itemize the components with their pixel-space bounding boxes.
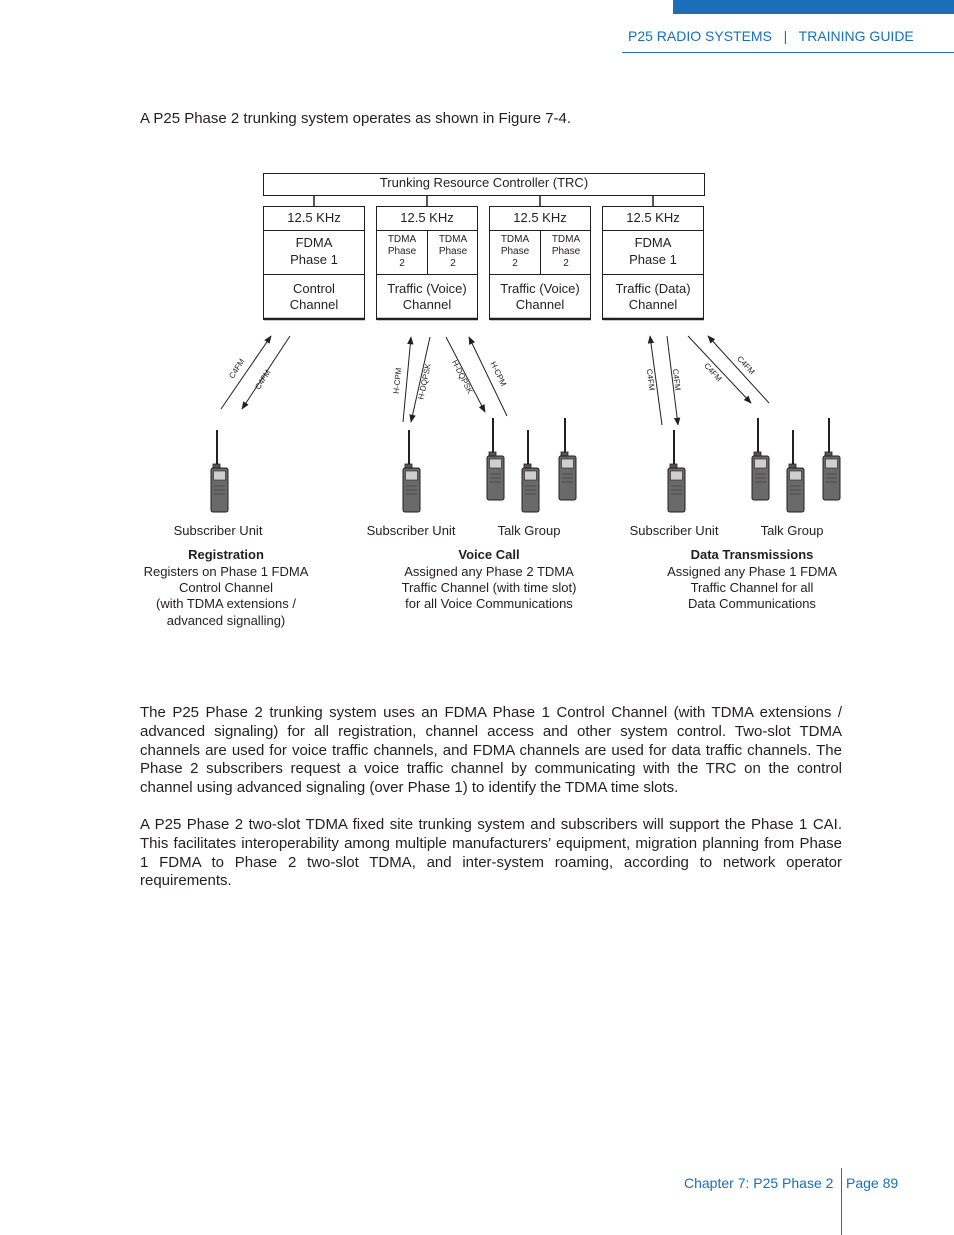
arrow-data-su-down [666,335,681,426]
modulation-label: C4FM [702,361,724,383]
caption-line: Traffic Channel for all [691,580,814,595]
channel-freq: 12.5 KHz [400,210,453,225]
channel-data: 12.5 KHz FDMA Phase 1 Traffic (Data) Cha… [602,206,704,321]
radio-icon [402,429,421,513]
radio-icon [521,429,540,513]
page-number: Page 89 [846,1175,899,1191]
channel-type: Traffic (Voice) [387,281,466,296]
device-label: Subscriber Unit [367,523,456,538]
radio-icon [786,429,805,513]
caption-title: Data Transmissions [691,547,814,562]
header-title: P25 RADIO SYSTEMS | TRAINING GUIDE [628,28,914,44]
channel-type: Traffic (Data) [615,281,690,296]
slot-label: TDMA [552,234,581,245]
radio-icon [751,417,770,501]
slot-label: Phase [501,246,530,257]
radio-icon [667,429,686,513]
caption-line: Control Channel [179,580,273,595]
channel-voice-1: 12.5 KHz TDMA Phase 2 TDMA Phase 2 Traff… [376,206,478,321]
arrow-data-su-up [647,335,663,426]
arrow-reg-up [220,335,272,410]
caption-voice-call: Voice Call Assigned any Phase 2 TDMA Tra… [402,547,577,611]
channel-freq: 12.5 KHz [287,210,340,225]
channel-freq: 12.5 KHz [513,210,566,225]
arrow-voice-tg-up [468,336,508,417]
caption-line: (with TDMA extensions / [156,596,296,611]
slot-label: TDMA [439,234,468,245]
caption-line: Assigned any Phase 1 FDMA [667,564,837,579]
radio-icon [822,417,841,501]
modulation-label: C4FM [735,354,757,376]
arrow-voice-su-down [409,336,431,423]
modulation-label: C4FM [253,368,273,391]
channel-mode: FDMA [296,235,333,250]
arrow-reg-down [241,335,291,410]
radio-icon [558,417,577,501]
device-label: Subscriber Unit [630,523,719,538]
body-paragraph: The P25 Phase 2 trunking system uses an … [140,704,842,797]
device-label: Talk Group [498,523,561,538]
header-rule [622,52,954,53]
device-label: Subscriber Unit [174,523,263,538]
intro-text: A P25 Phase 2 trunking system operates a… [140,110,572,127]
channel-type: Channel [629,297,678,312]
channel-type: Channel [290,297,339,312]
channel-mode: FDMA [635,235,672,250]
slot-label: Phase [552,246,581,257]
footer-chapter: Chapter 7: P25 Phase 2 [684,1175,834,1191]
channel-type: Control [293,281,335,296]
caption-line: Registers on Phase 1 FDMA [144,564,309,579]
arrow-voice-tg-down [445,336,486,413]
slot-label: 2 [399,258,405,269]
slot-label: TDMA [501,234,530,245]
radio-icon [486,417,505,501]
device-label: Talk Group [761,523,824,538]
caption-data-transmissions: Data Transmissions Assigned any Phase 1 … [667,547,837,611]
channel-type: Channel [403,297,452,312]
caption-line: Assigned any Phase 2 TDMA [404,564,574,579]
channel-control: 12.5 KHz FDMA Phase 1 Control Channel [263,206,365,321]
modulation-label: C4FM [227,357,247,380]
channel-type: Traffic (Voice) [500,281,579,296]
modulation-label: H-DQPSK [416,362,433,400]
caption-line: for all Voice Communications [405,596,573,611]
footer-rule [841,1168,842,1235]
trc-box [263,173,705,196]
caption-title: Registration [188,547,264,562]
trc-label: Trunking Resource Controller (TRC) [380,175,588,190]
arrow-data-tg-down [687,335,752,404]
channel-voice-2: 12.5 KHz TDMA Phase 2 TDMA Phase 2 Traff… [489,206,591,321]
arrow-voice-su-up [402,336,414,423]
body-paragraph: A P25 Phase 2 two-slot TDMA fixed site t… [140,816,842,890]
caption-line: Data Communications [688,596,816,611]
caption-title: Voice Call [458,547,519,562]
header-accent-bar [673,0,954,14]
caption-line: advanced signalling) [167,613,286,628]
modulation-label: C4FM [645,368,657,391]
modulation-label: H-CPM [392,367,404,394]
channel-freq: 12.5 KHz [626,210,679,225]
slot-label: 2 [450,258,456,269]
caption-registration: Registration Registers on Phase 1 FDMA C… [144,547,309,628]
slot-label: 2 [563,258,569,269]
modulation-label: C4FM [671,368,683,391]
channel-type: Channel [516,297,565,312]
caption-line: Traffic Channel (with time slot) [402,580,577,595]
slot-label: Phase [439,246,468,257]
slot-label: Phase [388,246,417,257]
modulation-label: H-DQPSK [450,359,475,396]
radio-icon [210,429,229,513]
slot-label: 2 [512,258,518,269]
channel-mode: Phase 1 [629,252,677,267]
figure-7-4-diagram: Trunking Resource Controller (TRC) 12.5 … [144,173,841,628]
slot-label: TDMA [388,234,417,245]
channel-mode: Phase 1 [290,252,338,267]
arrow-data-tg-up [707,335,770,404]
